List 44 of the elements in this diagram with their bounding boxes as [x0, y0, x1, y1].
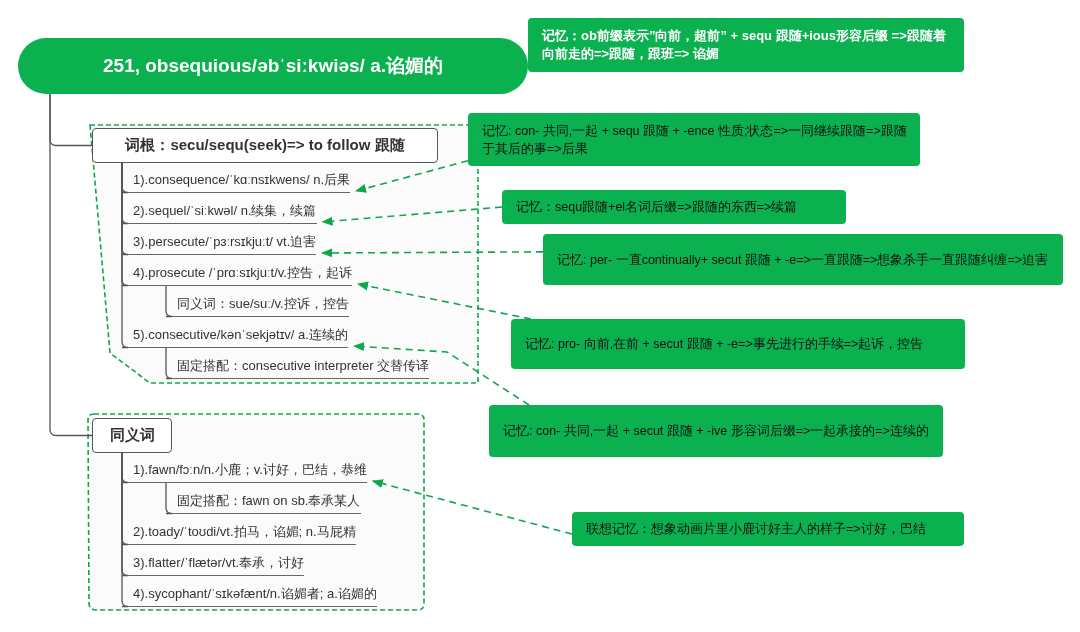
- note-box: [489, 405, 943, 457]
- subtopic-text: 4).prosecute /ˈprɑːsɪkjuːt/v.控告，起诉: [122, 264, 352, 286]
- subtopic-text: 5).consecutive/kənˈsekjətɪv/ a.连续的: [122, 326, 348, 348]
- note-box: [502, 190, 846, 224]
- subtopic-text: 1).fawn/fɔːn/n.小鹿；v.讨好，巴结，恭维: [122, 461, 367, 483]
- central-topic-text: 251, obsequious/əbˈsiːkwiəs/ a.谄媚的: [103, 54, 443, 78]
- note-text: 联想记忆：想象动画片里小鹿讨好主人的样子=>讨好，巴结: [586, 521, 926, 538]
- note-text: 记忆：ob前缀表示”向前，超前” + sequ 跟随+ious形容后缀 =>跟随着向前走的=>跟随，跟班=> 谄媚: [542, 27, 947, 63]
- note-text: 记忆：sequ跟随+el名词后缀=>跟随的东西=>续篇: [516, 199, 798, 216]
- subtopic-text: 1).consequence/ˈkɑːnsɪkwens/ n.后果: [122, 171, 351, 193]
- note-box: [511, 319, 965, 369]
- topic-box: [92, 418, 172, 453]
- note-text: 记忆: con- 共同,一起 + sequ 跟随 + -ence 性质;状态=>一同继续跟随=>跟随于其后的事=>后果: [482, 122, 908, 158]
- arrow: [321, 206, 503, 226]
- note-box: [543, 234, 1063, 285]
- connector-line: [165, 285, 173, 318]
- arrow: [356, 281, 532, 320]
- subtopic-text: 固定搭配：consecutive interpreter 交替传译: [166, 357, 430, 379]
- topic-text: 同义词: [109, 426, 155, 445]
- connector-line: [121, 162, 129, 349]
- connector-line: [49, 93, 93, 437]
- subtopic-text: 同义词：sue/suː/v.控诉，控告: [166, 295, 349, 317]
- note-box: [528, 18, 964, 72]
- note-text: 记忆: pro- 向前,在前 + secut 跟随 + -e=>事先进行的手续=>起诉，控告: [525, 336, 924, 353]
- connector-line: [121, 452, 129, 608]
- subtopic-text: 3).persecute/ˈpɜːrsɪkjuːt/ vt.迫害: [122, 233, 317, 255]
- central-topic: [18, 38, 528, 94]
- arrow: [355, 159, 469, 193]
- subtopic-text: 2).toady/ˈtoʊdi/vt.拍马，谄媚; n.马屁精: [122, 523, 356, 545]
- topic-box: [92, 128, 438, 163]
- note-box: [572, 512, 964, 546]
- connector-line: [165, 482, 173, 515]
- subtopic-text: 固定搭配：fawn on sb.奉承某人: [166, 492, 361, 514]
- subtopic-text: 3).flatter/ˈflætər/vt.奉承，讨好: [122, 554, 305, 576]
- arrow: [371, 479, 573, 535]
- topic-text: 词根：secu/sequ(seek)=> to follow 跟随: [125, 136, 405, 155]
- arrow: [352, 342, 530, 406]
- connector-line: [165, 347, 173, 380]
- subtopic-text: 2).sequel/ˈsiːkwəl/ n.续集，续篇: [122, 202, 317, 224]
- arrow: [321, 248, 544, 258]
- note-text: 记忆: con- 共同,一起 + secut 跟随 + -ive 形容词后缀=>一起承接的=>连续的: [503, 423, 929, 440]
- note-text: 记忆: per- 一直continually+ secut 跟随 + -e=>一直跟随=>想象杀手一直跟随纠缠=>迫害: [557, 251, 1048, 269]
- note-box: [468, 113, 920, 166]
- subtopic-text: 4).sycophant/ˈsɪkəfænt/n.谄媚者; a.谄媚的: [122, 585, 377, 607]
